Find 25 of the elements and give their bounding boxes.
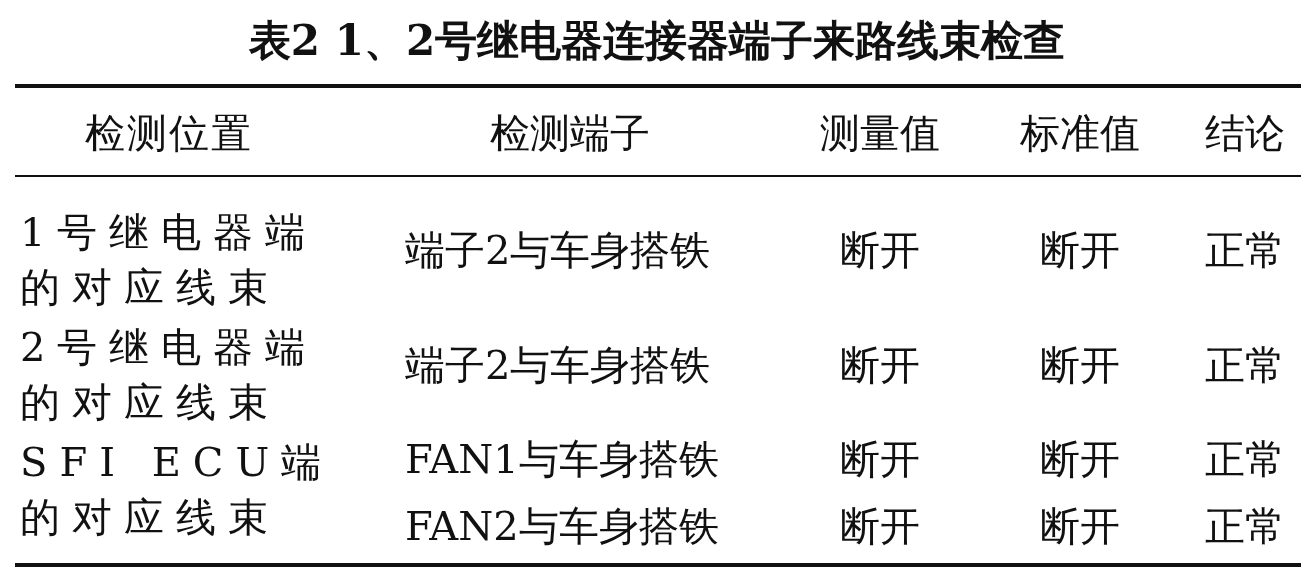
table-text: 正常 [1204, 227, 1286, 273]
table-text: 1号继电器端的对应线束 [20, 208, 319, 312]
column-header: 测量值 [819, 110, 941, 156]
column-header: 检测位置 [85, 110, 253, 156]
table-text: 断开 [839, 503, 921, 549]
table-text: 断开 [1039, 503, 1121, 549]
table-text: FAN2与车身搭铁 [405, 503, 720, 549]
table-text: SFI ECU端的对应线束 [20, 438, 335, 542]
table-title: 表2 1、2号继电器连接器端子来路线束检查 [247, 18, 1067, 64]
table-text: 断开 [1039, 342, 1121, 388]
table-text: 正常 [1204, 342, 1286, 388]
table-text: 2号继电器端的对应线束 [20, 323, 319, 427]
table-text: 断开 [839, 342, 921, 388]
column-header: 标准值 [1019, 110, 1141, 156]
column-header: 结论 [1204, 110, 1286, 156]
table-text: 断开 [839, 227, 921, 273]
table-text: 端子2与车身搭铁 [405, 342, 712, 388]
table-text: FAN1与车身搭铁 [405, 436, 720, 482]
table-text: 断开 [1039, 227, 1121, 273]
table-text: 正常 [1204, 503, 1286, 549]
table-text: 断开 [839, 436, 921, 482]
table-text: 端子2与车身搭铁 [405, 227, 712, 273]
table-text: 正常 [1204, 436, 1286, 482]
table-text: 断开 [1039, 436, 1121, 482]
column-header: 检测端子 [490, 110, 650, 156]
